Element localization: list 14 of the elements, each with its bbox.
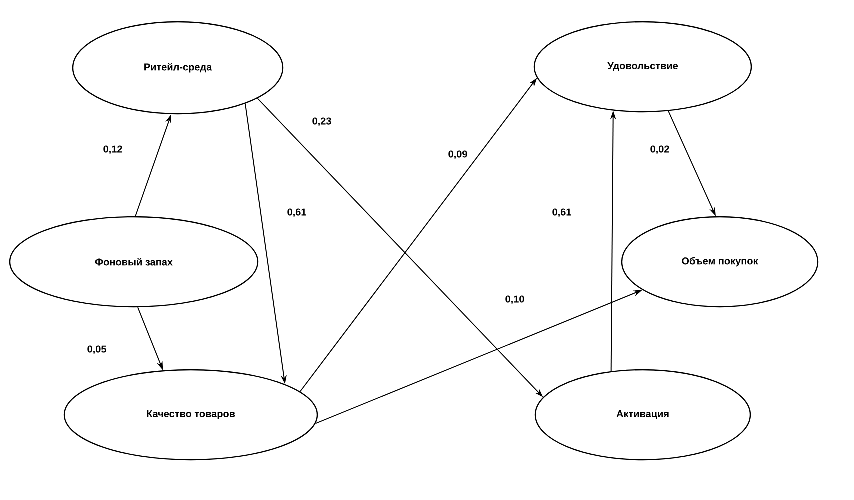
ellipse-node: Фоновый запах: [9, 216, 259, 308]
ellipse-node: Качество товаров: [64, 369, 318, 461]
ellipse-node: Удовольствие: [534, 21, 752, 113]
edge-label: 0,02: [649, 144, 671, 156]
ellipse-node: Активация: [534, 369, 752, 461]
edge-label: 0,12: [102, 144, 124, 156]
edge-label: 0,23: [311, 116, 333, 128]
edge-label: 0,09: [447, 150, 469, 160]
edge-label: 0,61: [286, 208, 308, 218]
edge-label: 0,10: [504, 294, 526, 306]
ellipse-node: Ритейл-среда: [72, 21, 284, 115]
edge-label: 0,61: [551, 208, 573, 218]
ellipse-node: Объем покупок: [621, 216, 819, 308]
edge-label: 0,05: [86, 344, 108, 356]
